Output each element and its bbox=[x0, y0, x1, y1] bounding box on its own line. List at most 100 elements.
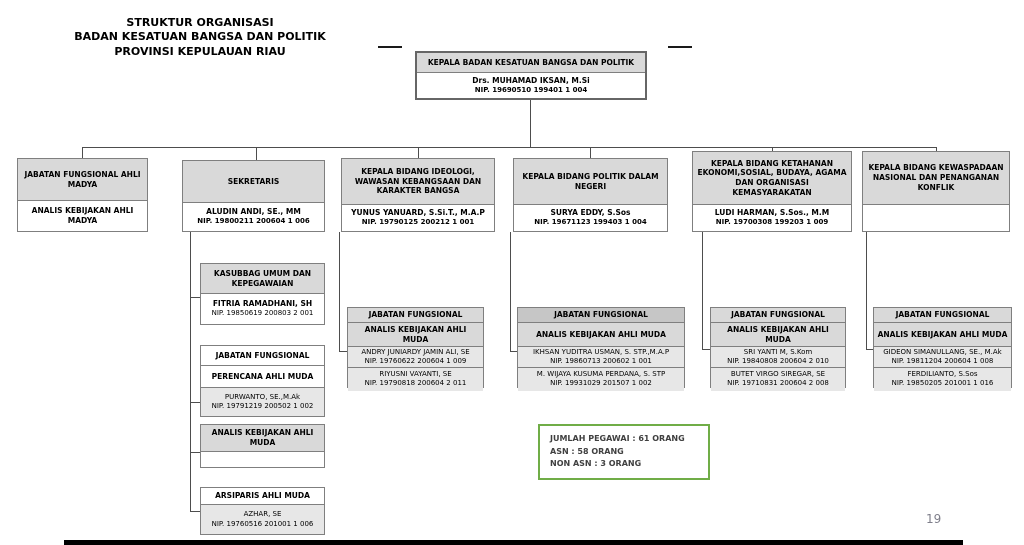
connector-line bbox=[510, 351, 517, 352]
person-name: M. WIJAYA KUSUMA PERDANA, S. STP bbox=[536, 370, 666, 378]
box-title: KEPALA BIDANG POLITIK DALAM NEGERI bbox=[514, 159, 667, 205]
box-title: JABATAN FUNGSIONAL bbox=[518, 308, 684, 323]
org-box-sekretaris: SEKRETARIS ALUDIN ANDI, SE., MM NIP. 198… bbox=[182, 160, 325, 232]
person-nip: NIP. 19800211 200604 1 006 bbox=[197, 217, 310, 226]
connector-line bbox=[772, 147, 773, 151]
person-nip: NIP. 19790125 200212 1 001 bbox=[361, 218, 475, 227]
person-nip: NIP. 19790818 200604 2 011 bbox=[364, 379, 467, 388]
org-box-fungsional-politik: JABATAN FUNGSIONAL ANALIS KEBIJAKAN AHLI… bbox=[517, 307, 685, 391]
decorative-dash bbox=[668, 46, 692, 48]
member-row: M. WIJAYA KUSUMA PERDANA, S. STP NIP. 19… bbox=[518, 368, 684, 391]
member-row: BUTET VIRGO SIREGAR, SE NIP. 19710831 20… bbox=[711, 368, 845, 391]
connector-line bbox=[702, 232, 703, 350]
slide-title-line: BADAN KESATUAN BANGSA DAN POLITIK bbox=[74, 30, 326, 44]
connector-line bbox=[418, 147, 419, 158]
connector-line bbox=[339, 351, 347, 352]
box-title: JABATAN FUNGSIONAL AHLI MADYA bbox=[18, 159, 147, 201]
box-title: ARSIPARIS AHLI MUDA bbox=[201, 488, 324, 505]
member-row: IKHSAN YUDITRA USMAN, S. STP.,M.A.P NIP.… bbox=[518, 347, 684, 368]
footer-bar bbox=[64, 540, 963, 545]
person-name: FITRIA RAMADHANI, SH bbox=[212, 299, 313, 309]
org-box-kepala-badan: KEPALA BADAN KESATUAN BANGSA DAN POLITIK… bbox=[415, 51, 647, 100]
person-nip: NIP. 19850619 200803 2 001 bbox=[211, 309, 314, 318]
box-subtitle: PERENCANA AHLI MUDA bbox=[201, 366, 324, 388]
connector-line bbox=[190, 232, 191, 512]
person-name: LUDI HARMAN, S.Sos., M.M bbox=[714, 208, 830, 218]
box-title: KASUBBAG UMUM DAN KEPEGAWAIAN bbox=[201, 264, 324, 294]
person-name: IKHSAN YUDITRA USMAN, S. STP.,M.A.P bbox=[532, 347, 670, 356]
person-nip: NIP. 19671123 199403 1 004 bbox=[534, 218, 647, 227]
slide-title-line: STRUKTUR ORGANISASI bbox=[126, 16, 274, 29]
person-nip: NIP. 19811204 200604 1 008 bbox=[891, 357, 994, 365]
box-subtitle: ANALIS KEBIJAKAN AHLI MUDA bbox=[348, 323, 483, 347]
box-subtitle: ANALIS KEBIJAKAN AHLI MUDA bbox=[518, 323, 684, 347]
connector-line bbox=[510, 232, 511, 352]
box-subtitle: ANALIS KEBIJAKAN AHLI MUDA bbox=[711, 323, 845, 347]
box-title: KEPALA BIDANG KETAHANAN EKONOMI,SOSIAL, … bbox=[693, 152, 851, 205]
connector-line bbox=[866, 349, 873, 350]
box-title: KEPALA BIDANG IDEOLOGI, WAWASAN KEBANGSA… bbox=[342, 159, 494, 205]
org-box-bidang-ideologi: KEPALA BIDANG IDEOLOGI, WAWASAN KEBANGSA… bbox=[341, 158, 495, 232]
person-nip: NIP. 19760516 201001 1 006 bbox=[211, 519, 314, 528]
connector-line bbox=[82, 147, 937, 148]
decorative-dash bbox=[378, 46, 402, 48]
org-box-analis-kebijakan-muda: ANALIS KEBIJAKAN AHLI MUDA bbox=[200, 424, 325, 468]
member-row: RIYUSNI VAYANTI, SE NIP. 19790818 200604… bbox=[348, 368, 483, 391]
empty-body bbox=[863, 205, 1009, 231]
person-name: GIDEON SIMANULLANG, SE., M.Ak bbox=[883, 347, 1002, 356]
org-box-arsiparis: ARSIPARIS AHLI MUDA AZHAR, SE NIP. 19760… bbox=[200, 487, 325, 535]
member-row: SRI YANTI M, S.Kom NIP. 19840808 200604 … bbox=[711, 347, 845, 368]
person-name: BUTET VIRGO SIREGAR, SE bbox=[730, 370, 826, 378]
person-name: SURYA EDDY, S.Sos bbox=[550, 208, 631, 218]
box-title: ANALIS KEBIJAKAN AHLI MUDA bbox=[201, 425, 324, 452]
connector-line bbox=[866, 232, 867, 350]
org-box-kasubbag-umum: KASUBBAG UMUM DAN KEPEGAWAIAN FITRIA RAM… bbox=[200, 263, 325, 325]
member-row: GIDEON SIMANULLANG, SE., M.Ak NIP. 19811… bbox=[874, 347, 1011, 368]
summary-line: NON ASN : 3 ORANG bbox=[550, 459, 642, 469]
summary-line: ASN : 58 ORANG bbox=[550, 446, 624, 456]
person-nip: NIP. 19840808 200604 2 010 bbox=[727, 357, 829, 365]
org-box-jf-ahli-madya: JABATAN FUNGSIONAL AHLI MADYA ANALIS KEB… bbox=[17, 158, 148, 232]
person-nip: NIP. 19700308 199203 1 009 bbox=[715, 218, 829, 227]
connector-line bbox=[936, 147, 937, 151]
org-box-fungsional-kewaspadaan: JABATAN FUNGSIONAL ANALIS KEBIJAKAN AHLI… bbox=[873, 307, 1012, 391]
empty-body bbox=[201, 452, 324, 467]
person-nip: NIP. 19860713 200602 1 001 bbox=[550, 357, 652, 365]
employee-summary-box: JUMLAH PEGAWAI : 61 ORANG ASN : 58 ORANG… bbox=[538, 424, 710, 480]
connector-line bbox=[190, 297, 200, 298]
person-name: SRI YANTI M, S.Kom bbox=[743, 347, 813, 356]
person-name: YUNUS YANUARD, S.Si.T., M.A.P bbox=[351, 208, 485, 218]
connector-line bbox=[190, 511, 200, 512]
slide-title-line: PROVINSI KEPULAUAN RIAU bbox=[114, 44, 286, 58]
summary-line: JUMLAH PEGAWAI : 61 ORANG bbox=[550, 433, 685, 443]
connector-line bbox=[702, 349, 710, 350]
connector-line bbox=[256, 147, 257, 160]
connector-line bbox=[190, 402, 200, 403]
connector-line bbox=[530, 100, 531, 147]
box-title: JABATAN FUNGSIONAL bbox=[348, 308, 483, 323]
connector-line bbox=[82, 147, 83, 158]
person-nip: NIP. 19710831 200604 2 008 bbox=[727, 379, 829, 388]
org-box-bidang-politik: KEPALA BIDANG POLITIK DALAM NEGERI SURYA… bbox=[513, 158, 668, 232]
person-name: RIYUSNI VAYANTI, SE bbox=[379, 370, 452, 378]
box-title: JABATAN FUNGSIONAL bbox=[874, 308, 1011, 323]
person-nip: NIP. 19931029 201507 1 002 bbox=[550, 379, 652, 388]
connector-line bbox=[590, 147, 591, 158]
person-nip: NIP. 19690510 199401 1 004 bbox=[474, 85, 588, 94]
org-box-perencana: JABATAN FUNGSIONAL PERENCANA AHLI MUDA P… bbox=[200, 345, 325, 417]
person-name: Drs. MUHAMAD IKSAN, M.Si bbox=[472, 75, 590, 85]
box-subtitle: ANALIS KEBIJAKAN AHLI MUDA bbox=[874, 323, 1011, 347]
connector-line bbox=[339, 232, 340, 352]
connector-line bbox=[190, 452, 200, 453]
person-nip: NIP. 19791219 200502 1 002 bbox=[211, 402, 314, 410]
member-row: FERDILIANTO, S.Sos NIP. 19850205 201001 … bbox=[874, 368, 1011, 391]
page-number: 19 bbox=[926, 512, 942, 526]
person-name: ANDRY JUNIARDY JAMIN ALI, SE bbox=[361, 347, 470, 356]
box-title: JABATAN FUNGSIONAL bbox=[201, 346, 324, 366]
person-nip: NIP. 19760622 200604 1 009 bbox=[364, 357, 467, 365]
person-name: FERDILIANTO, S.Sos bbox=[907, 370, 978, 378]
org-box-fungsional-ketahanan: JABATAN FUNGSIONAL ANALIS KEBIJAKAN AHLI… bbox=[710, 307, 846, 391]
person-name: ANALIS KEBIJAKAN AHLI MADYA bbox=[18, 201, 147, 231]
person-name: PURWANTO, SE.,M.Ak bbox=[224, 392, 301, 401]
